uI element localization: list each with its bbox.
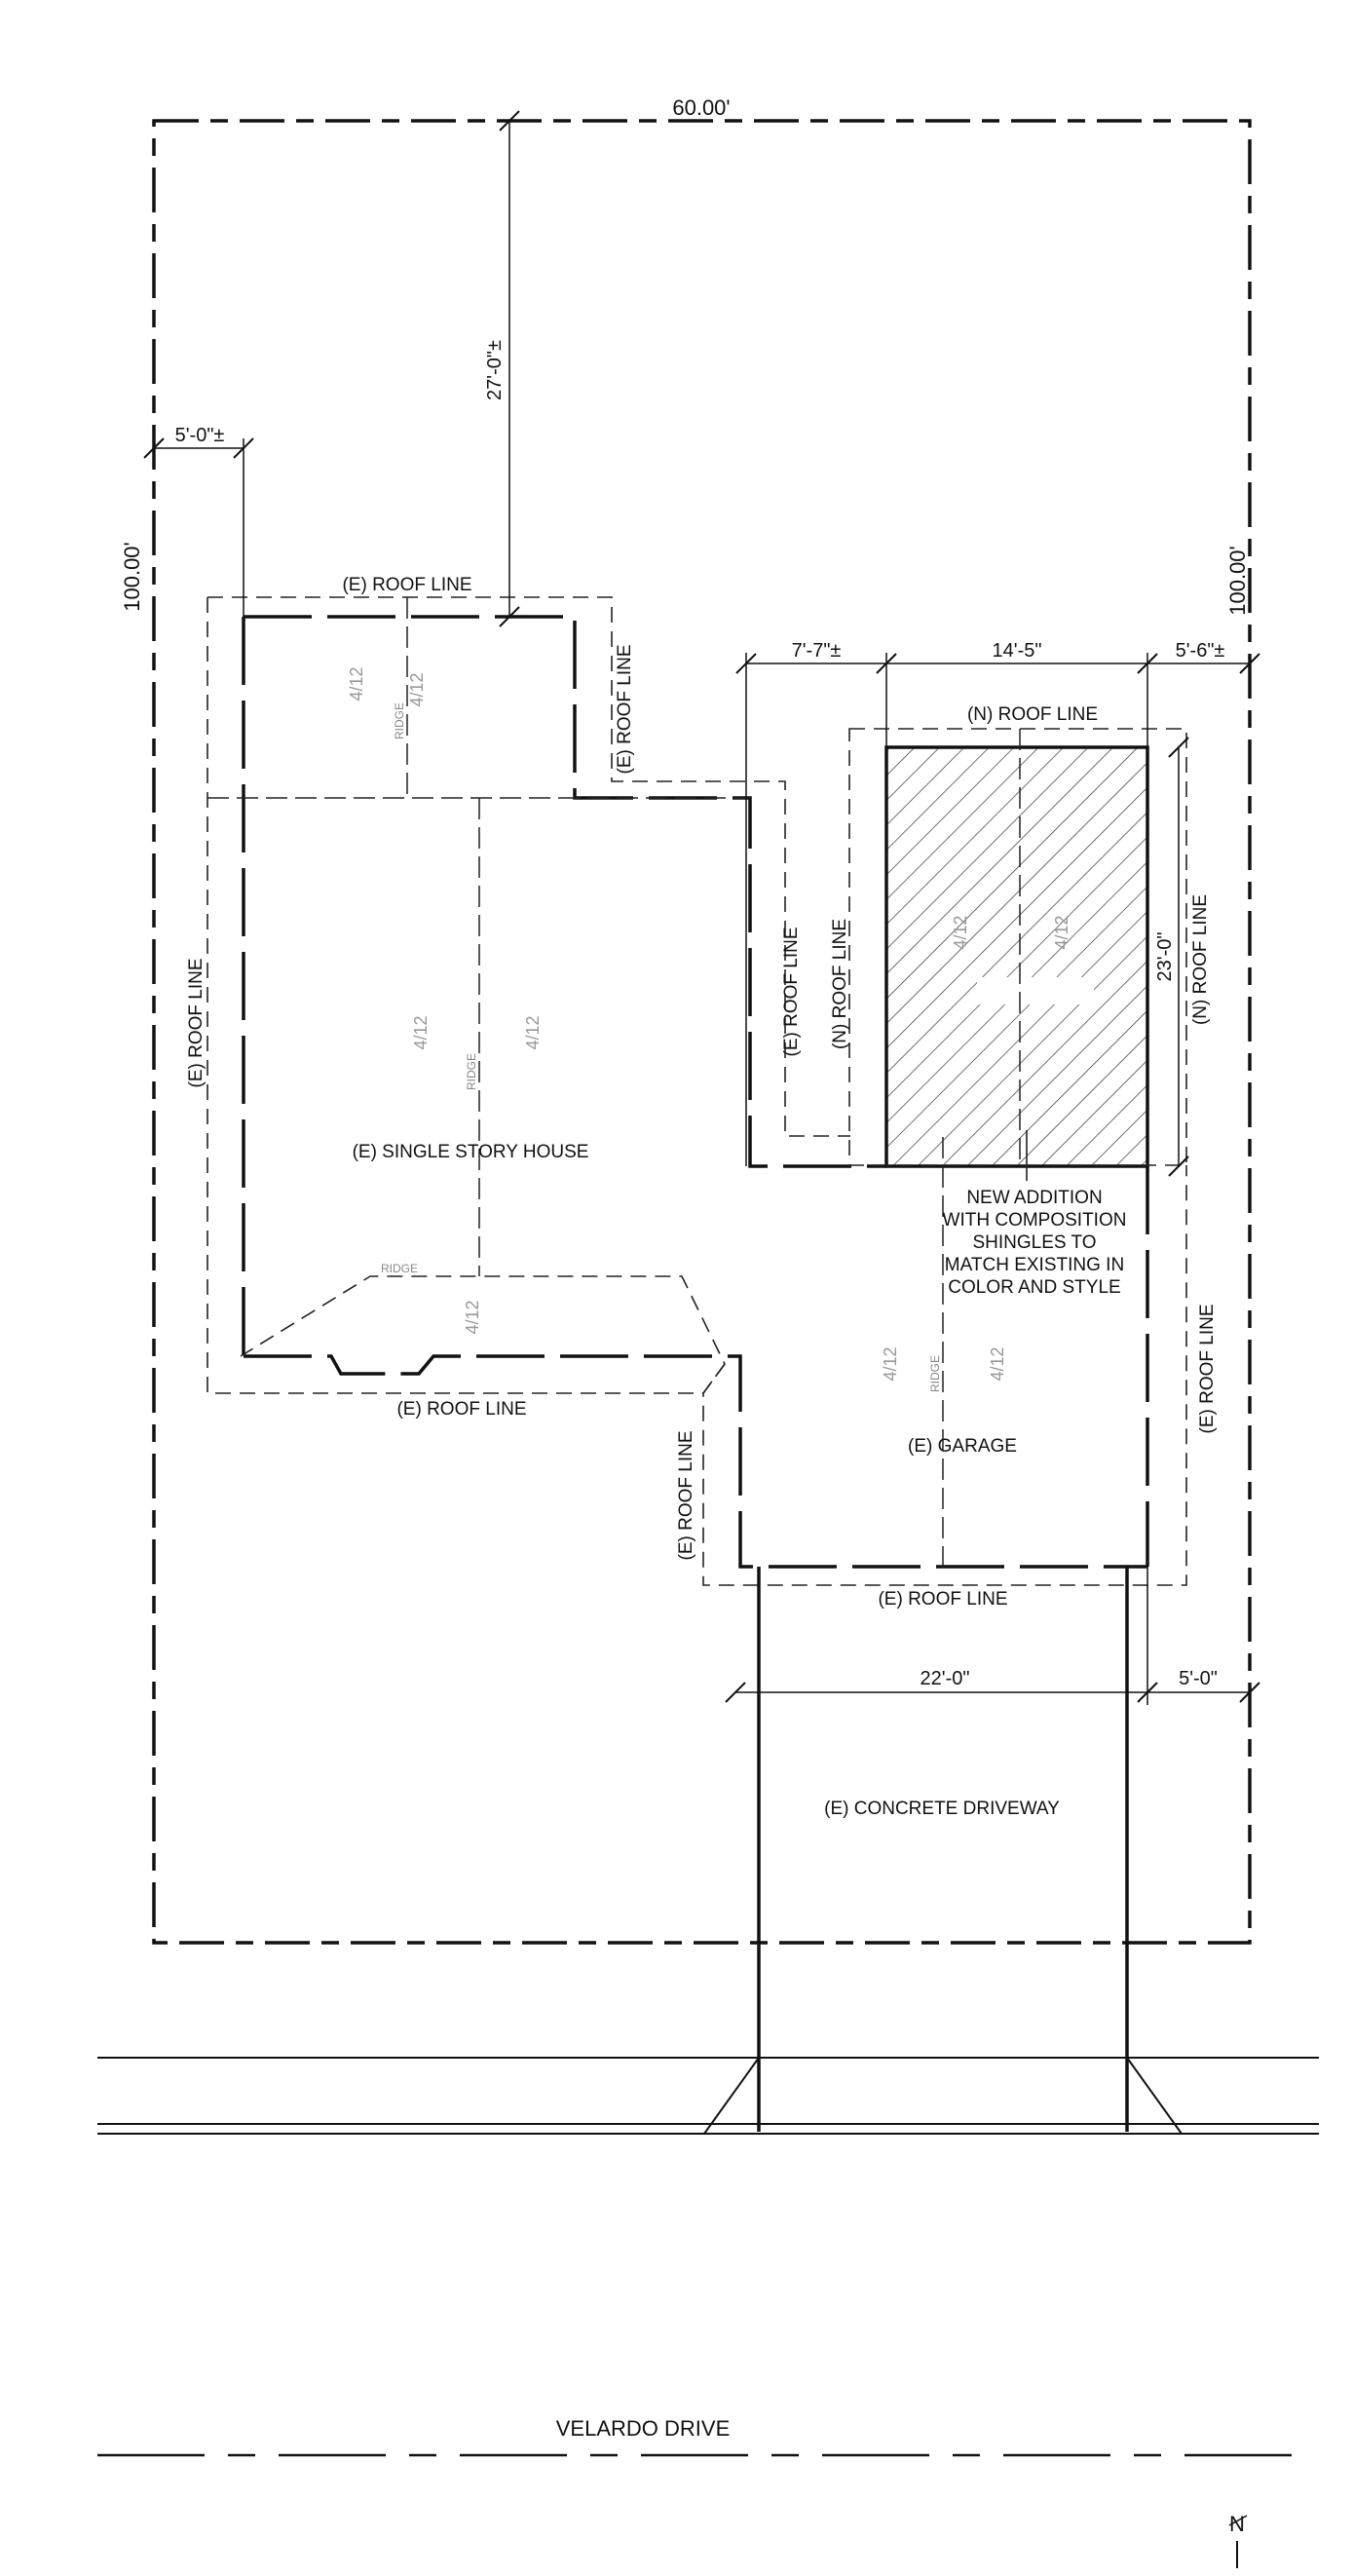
north-arrow-icon: N <box>1228 2512 1248 2568</box>
roof-lines <box>207 596 1187 1586</box>
label-garage: (E) GARAGE <box>908 1436 1017 1457</box>
addition-note: NEW ADDITION WITH COMPOSITION SHINGLES T… <box>943 1188 1127 1298</box>
dim-lot-width: 60.00' <box>672 95 730 120</box>
svg-text:4/12: 4/12 <box>463 1300 482 1334</box>
label-driveway: (E) CONCRETE DRIVEWAY <box>824 1799 1060 1819</box>
label-roof-right-house: (E) ROOF LINE <box>615 644 635 774</box>
label-roof-left: (E) ROOF LINE <box>186 958 207 1087</box>
label-garage-roof-bottom: (E) ROOF LINE <box>878 1589 1007 1610</box>
label-new-roof-top: (N) ROOF LINE <box>967 704 1098 725</box>
ridge-label-house: RIDGE <box>465 1053 478 1090</box>
svg-text:4/12: 4/12 <box>988 1346 1007 1381</box>
ridge-lines <box>207 597 1021 1567</box>
svg-text:4/12: 4/12 <box>523 1015 543 1049</box>
label-garage-roof-right: (E) ROOF LINE <box>1197 1304 1218 1433</box>
dim-right-setback-addition: 5'-6"± <box>1176 640 1225 662</box>
dim-rear-setback: 27'-0"± <box>484 340 506 400</box>
dimension-lines <box>143 110 1260 1705</box>
svg-text:4/12: 4/12 <box>951 915 970 949</box>
ridge-label-garage: RIDGE <box>928 1355 942 1392</box>
driveway <box>757 1567 1129 2132</box>
label-new-roof-right: (N) ROOF LINE <box>1190 894 1211 1025</box>
dim-lot-depth-right: 100.00' <box>1225 546 1250 616</box>
label-new-roof-left: (N) ROOF LINE <box>830 919 850 1049</box>
label-roof-inner: (E) ROOF LINE <box>781 927 802 1056</box>
dim-lot-depth-left: 100.00' <box>120 542 144 612</box>
dim-garage-width: 22'-0" <box>921 1668 970 1689</box>
svg-text:4/12: 4/12 <box>411 1015 431 1049</box>
svg-text:WITH COMPOSITION: WITH COMPOSITION <box>943 1210 1127 1231</box>
svg-text:4/12: 4/12 <box>1052 915 1071 949</box>
new-addition <box>884 745 1149 1168</box>
svg-text:NEW ADDITION: NEW ADDITION <box>966 1188 1102 1208</box>
svg-text:4/12: 4/12 <box>347 666 366 701</box>
dim-addition-width: 14'-5" <box>993 640 1042 662</box>
svg-text:4/12: 4/12 <box>407 672 427 706</box>
label-roof-bottom-house: (E) ROOF LINE <box>396 1399 526 1420</box>
roof-slope-markers: 4/12 4/12 4/12 4/12 4/12 4/12 4/12 4/12 … <box>347 666 1071 1381</box>
svg-text:4/12: 4/12 <box>881 1346 900 1381</box>
svg-text:MATCH EXISTING IN: MATCH EXISTING IN <box>945 1255 1124 1275</box>
label-garage-roof-left: (E) ROOF LINE <box>676 1430 696 1560</box>
svg-text:COLOR AND STYLE: COLOR AND STYLE <box>948 1277 1120 1298</box>
ridge-label-top: RIDGE <box>393 702 406 739</box>
label-roof-top: (E) ROOF LINE <box>342 575 471 595</box>
svg-text:SHINGLES TO: SHINGLES TO <box>972 1232 1096 1253</box>
dim-addition-offset: 7'-7"± <box>792 640 842 662</box>
label-street: VELARDO DRIVE <box>556 2416 731 2441</box>
dim-addition-depth: 23'-0" <box>1154 932 1176 982</box>
dim-left-setback: 5'-0"± <box>175 425 225 446</box>
property-line <box>152 119 1252 1945</box>
street-edges <box>97 2057 1319 2135</box>
ridge-label-bottom: RIDGE <box>381 1262 418 1275</box>
svg-text:N: N <box>1229 2512 1245 2536</box>
label-house: (E) SINGLE STORY HOUSE <box>353 1142 589 1162</box>
dim-right-setback-garage: 5'-0" <box>1179 1668 1218 1689</box>
